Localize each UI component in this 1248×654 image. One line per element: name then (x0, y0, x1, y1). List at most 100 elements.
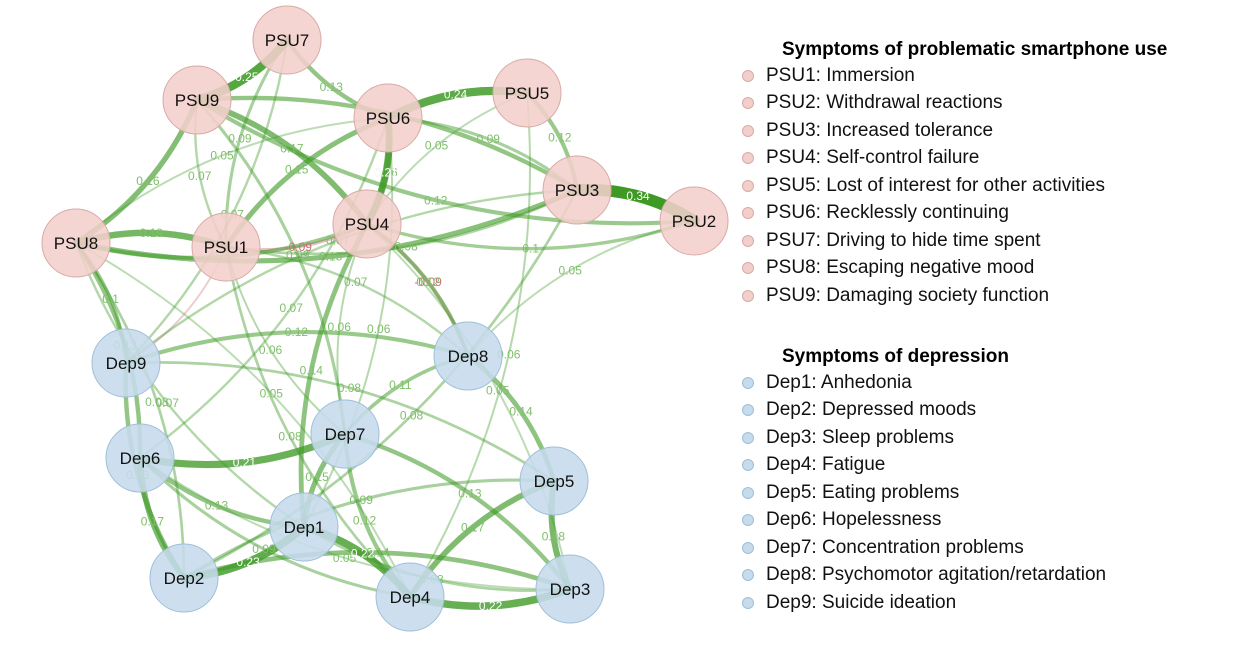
edge-labels-layer: 0.050.050.050.050.050.050.060.060.060.06… (102, 70, 650, 613)
edge-label-PSU5-Dep4: 0.06 (497, 347, 521, 361)
legend-psu-label: PSU1: Immersion (766, 64, 915, 86)
legend-dep-item: Dep1: Anhedonia (740, 369, 1106, 397)
edge-label-PSU4-PSU2: 0.1 (522, 242, 539, 256)
edge-label-PSU1-PSU6: 0.15 (285, 163, 309, 177)
legend-psu-label: PSU8: Escaping negative mood (766, 257, 1035, 279)
edge-PSU6-Dep1 (303, 117, 394, 528)
legend-dep-swatch-icon (742, 459, 754, 472)
node-circle-psu6 (353, 83, 423, 153)
legend-psu-label: PSU2: Withdrawal reactions (766, 92, 1003, 114)
edge-label-PSU9-Dep7: 0.09 (286, 248, 310, 262)
legend-dep-swatch-icon (742, 514, 754, 527)
edge-label-PSU1-Dep4: 0.08 (278, 430, 302, 444)
edge-label-PSU6-PSU5: 0.24 (444, 87, 468, 101)
node-dep6: Dep6 (105, 423, 175, 493)
edge-label-PSU8-Dep2: 0.08 (145, 395, 169, 409)
edge-PSU8-PSU3 (73, 187, 580, 264)
legend-psu-label: PSU7: Driving to hide time spent (766, 229, 1041, 251)
legend-psu-item: PSU1: Immersion (740, 62, 1167, 90)
node-circle-psu1 (191, 212, 261, 282)
node-circle-psu4 (332, 189, 402, 259)
legend-psu-swatch-icon (742, 69, 754, 82)
edge-Dep6-Dep4 (138, 456, 412, 599)
legend-psu-item: PSU2: Withdrawal reactions (740, 90, 1167, 118)
edge-PSU6-Dep6 (138, 116, 390, 460)
node-label-psu5: PSU5 (505, 84, 549, 103)
node-label-dep1: Dep1 (284, 518, 325, 537)
edge-PSU8-Dep4 (75, 242, 411, 598)
node-dep5: Dep5 (519, 446, 589, 516)
node-psu2: PSU2 (659, 186, 729, 256)
edge-label-Dep1-Dep4: 0.22 (351, 547, 375, 561)
node-label-dep5: Dep5 (534, 472, 575, 491)
node-label-dep4: Dep4 (390, 588, 431, 607)
edge-label-Dep7-Dep3: 0.13 (458, 487, 482, 501)
nodes-layer: PSU7PSU9PSU6PSU5PSU3PSU2PSU4PSU1PSU8Dep9… (41, 5, 729, 632)
node-dep1: Dep1 (269, 492, 339, 562)
legend-dep-label: Dep6: Hopelessness (766, 509, 942, 531)
legend-psu-item: PSU6: Recklessly continuing (740, 200, 1167, 228)
edge-label-Dep2-Dep1: 0.23 (236, 555, 260, 569)
edge-PSU9-Dep7 (195, 98, 347, 436)
node-psu9: PSU9 (162, 65, 232, 135)
edge-label-PSU9-PSU4: 0.17 (280, 141, 304, 155)
edge-label-PSU4-Dep3: 0.05 (486, 383, 510, 397)
node-label-dep6: Dep6 (120, 449, 161, 468)
edge-label-PSU1-Dep8: 0.07 (344, 275, 368, 289)
edge-Dep6-Dep3 (139, 457, 571, 591)
node-dep3: Dep3 (535, 554, 605, 624)
edge-PSU4-PSU2 (365, 219, 696, 251)
legend-dep-label: Dep8: Psychomotor agitation/retardation (766, 564, 1107, 586)
legend-dep-title: Symptoms of depression (782, 346, 1009, 367)
legend-dep-item: Dep9: Suicide ideation (740, 589, 1106, 617)
edge-Dep9-Dep5 (124, 361, 556, 483)
edge-label-PSU6-Dep6: 0.07 (280, 301, 304, 315)
edge-label-PSU3-PSU2: 0.34 (626, 189, 650, 203)
edge-label-PSU7-PSU1: 0.09 (228, 132, 252, 146)
node-label-psu8: PSU8 (54, 234, 98, 253)
node-label-dep8: Dep8 (448, 347, 489, 366)
node-psu4: PSU4 (332, 189, 402, 259)
legend-dep-swatch-icon (742, 431, 754, 444)
edge-label-PSU9-PSU2: 0.12 (424, 193, 448, 207)
edge-label-PSU4-Dep8: 0.12 (416, 275, 440, 289)
legend-dep-swatch-icon (742, 404, 754, 417)
edge-Dep2-Dep5 (182, 478, 556, 580)
legend-dep-swatch-icon (742, 486, 754, 499)
edge-PSU4-Dep1 (298, 221, 370, 530)
node-label-psu3: PSU3 (555, 181, 599, 200)
legend-psu-swatch-icon (742, 97, 754, 110)
edge-label-PSU1-Dep7: 0.06 (259, 343, 283, 357)
legend-psu-item: PSU3: Increased tolerance (740, 117, 1167, 145)
node-circle-dep4 (375, 562, 445, 632)
edge-label-PSU8-Dep1: 0.07 (156, 396, 180, 410)
legend-psu-swatch-icon (742, 207, 754, 220)
legend-psu-item: PSU8: Escaping negative mood (740, 255, 1167, 283)
edge-label-PSU4-PSU6: 0.16 (374, 166, 398, 180)
edge-label-Dep5-Dep3: 0.18 (542, 529, 566, 543)
edge-Dep7-Dep3 (342, 431, 573, 592)
edge-label-Dep4-Dep3: 0.22 (479, 599, 503, 613)
node-psu3: PSU3 (542, 155, 612, 225)
legend-dep-item: Dep4: Fatigue (740, 452, 1106, 480)
node-circle-dep3 (535, 554, 605, 624)
edge-label-PSU9-PSU8: 0.16 (136, 174, 160, 188)
edge-label-PSU1-PSU4: -0.09 (285, 240, 313, 254)
edge-PSU9-PSU2 (194, 97, 697, 226)
legend-psu-label: PSU4: Self-control failure (766, 147, 980, 169)
node-circle-psu2 (659, 186, 729, 256)
legend-dep-label: Dep9: Suicide ideation (766, 591, 957, 613)
node-dep8: Dep8 (433, 321, 503, 391)
legend-dep-swatch-icon (742, 376, 754, 389)
edge-label-PSU3-Dep2: 0.08 (400, 408, 424, 422)
edge-label-PSU4-Dep1: 0.14 (300, 364, 324, 378)
node-circle-psu3 (542, 155, 612, 225)
legend-dep-swatch-icon (742, 596, 754, 609)
edge-label-Dep6-Dep4: 0.09 (252, 542, 276, 556)
edge-label-Dep2-Dep5: 0.09 (350, 493, 374, 507)
node-psu7: PSU7 (252, 5, 322, 75)
legend-psu-swatch-icon (742, 152, 754, 165)
node-label-psu1: PSU1 (204, 238, 248, 257)
legend-psu-item: PSU5: Lost of interest for other activit… (740, 172, 1167, 200)
edge-label-Dep8-Dep7: 0.11 (389, 378, 412, 392)
